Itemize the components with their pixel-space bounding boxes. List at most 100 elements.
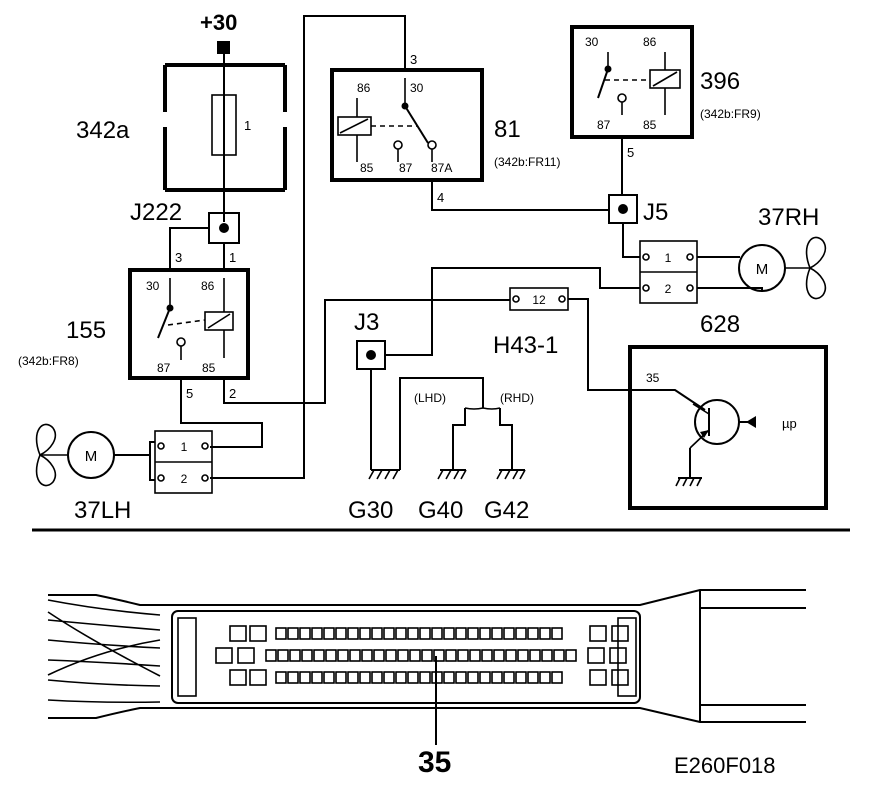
junction-j222-label: J222 [130,199,182,226]
connector-pin [335,627,347,640]
connector-pin [505,649,517,662]
connector-pin [551,627,563,640]
svg-text:86: 86 [357,81,371,95]
connector-pin [275,627,287,640]
lhd-label: (LHD) [414,391,446,405]
relay-155: 30 86 87 85 [128,268,250,380]
connector-pin [385,649,397,662]
power-terminal [217,41,230,54]
connector-pin [371,671,383,684]
connector-pin [275,671,287,684]
connector-pin [323,627,335,640]
connector-pin [479,671,491,684]
connector-pin [515,671,527,684]
connector-pin [539,627,551,640]
wire-4: 4 [437,190,444,205]
connector-pin [395,627,407,640]
connector-pin-large [229,669,247,686]
connector-pin [479,627,491,640]
connector-pin [445,649,457,662]
connector-pin-large [589,669,607,686]
connector-pin [349,649,361,662]
connector-pin [395,671,407,684]
connector-h43-1-label: H43-1 [493,332,558,359]
connector-pin [515,627,527,640]
connector-pin [359,627,371,640]
wire-2: 2 [229,386,236,401]
connector-pin [407,671,419,684]
connector-pin [289,649,301,662]
rhd-label: (RHD) [500,391,534,405]
svg-text:1: 1 [665,251,672,265]
connector-pin-label: 35 [418,746,451,779]
relay-81: 86 30 85 87 87A [330,68,484,182]
junction-j3-label: J3 [354,309,379,336]
motor-left: M [67,431,115,479]
connector-pin [301,649,313,662]
svg-text:87: 87 [399,161,413,175]
connector-pin [551,671,563,684]
connector-pin [455,627,467,640]
connector-pin [527,671,539,684]
connector-pin [407,627,419,640]
svg-text:M: M [756,261,769,278]
connector-pin [383,671,395,684]
connector-pin [503,671,515,684]
connector-pin [481,649,493,662]
relay-396-label: 396 [700,68,740,95]
connector-pin [383,627,395,640]
connector-pin [313,649,325,662]
connector-pin [299,627,311,640]
svg-text:2: 2 [665,282,672,296]
fuse-box-342a: 1 [163,63,287,192]
connector-pin [443,671,455,684]
figure-id: E260F018 [674,753,776,778]
connector-pin [299,671,311,684]
connector-pin [419,671,431,684]
ground-g30-label: G30 [348,497,393,524]
connector-pin [491,671,503,684]
ecu-pin-35: 35 [646,371,660,385]
connector-pin [347,671,359,684]
connector-pin [371,627,383,640]
svg-text:30: 30 [585,35,599,49]
fan-left-icon [35,423,68,487]
junction-j5-label: J5 [643,199,668,226]
svg-text:2: 2 [181,472,188,486]
connector-pin-large [611,669,629,686]
connector-pin [421,649,433,662]
connector-pin-large [249,669,267,686]
connector-pin [277,649,289,662]
svg-text:87: 87 [597,118,611,132]
connector-pin [359,671,371,684]
svg-text:M: M [85,448,98,465]
svg-text:1: 1 [181,440,188,454]
connector-pin [467,627,479,640]
connector-pin-large [589,625,607,642]
connector-pin [431,627,443,640]
connector-pin [373,649,385,662]
connector-pin-large [249,625,267,642]
connector-pin [337,649,349,662]
connector-pin [323,671,335,684]
relay-396: 30 86 87 85 [570,25,694,139]
connector-pin [287,671,299,684]
svg-text:86: 86 [201,279,215,293]
connector-pin [409,649,421,662]
svg-text:12: 12 [532,293,546,307]
connector-pin-grid [215,625,629,686]
connector-pin [443,627,455,640]
connector-pin [361,649,373,662]
connector-h43-1: 12 [509,287,569,311]
relay-155-label: 155 [66,317,106,344]
connector-pin [565,649,577,662]
fan-left-label: 37LH [74,497,131,524]
connector-pin-large [215,647,233,664]
ground-g42-label: G42 [484,497,529,524]
connector-pin [419,627,431,640]
connector-pin [527,627,539,640]
connector-pin-large [229,625,247,642]
relay-396-ref: (342b:FR9) [700,107,761,121]
fuse-number: 1 [244,118,251,133]
